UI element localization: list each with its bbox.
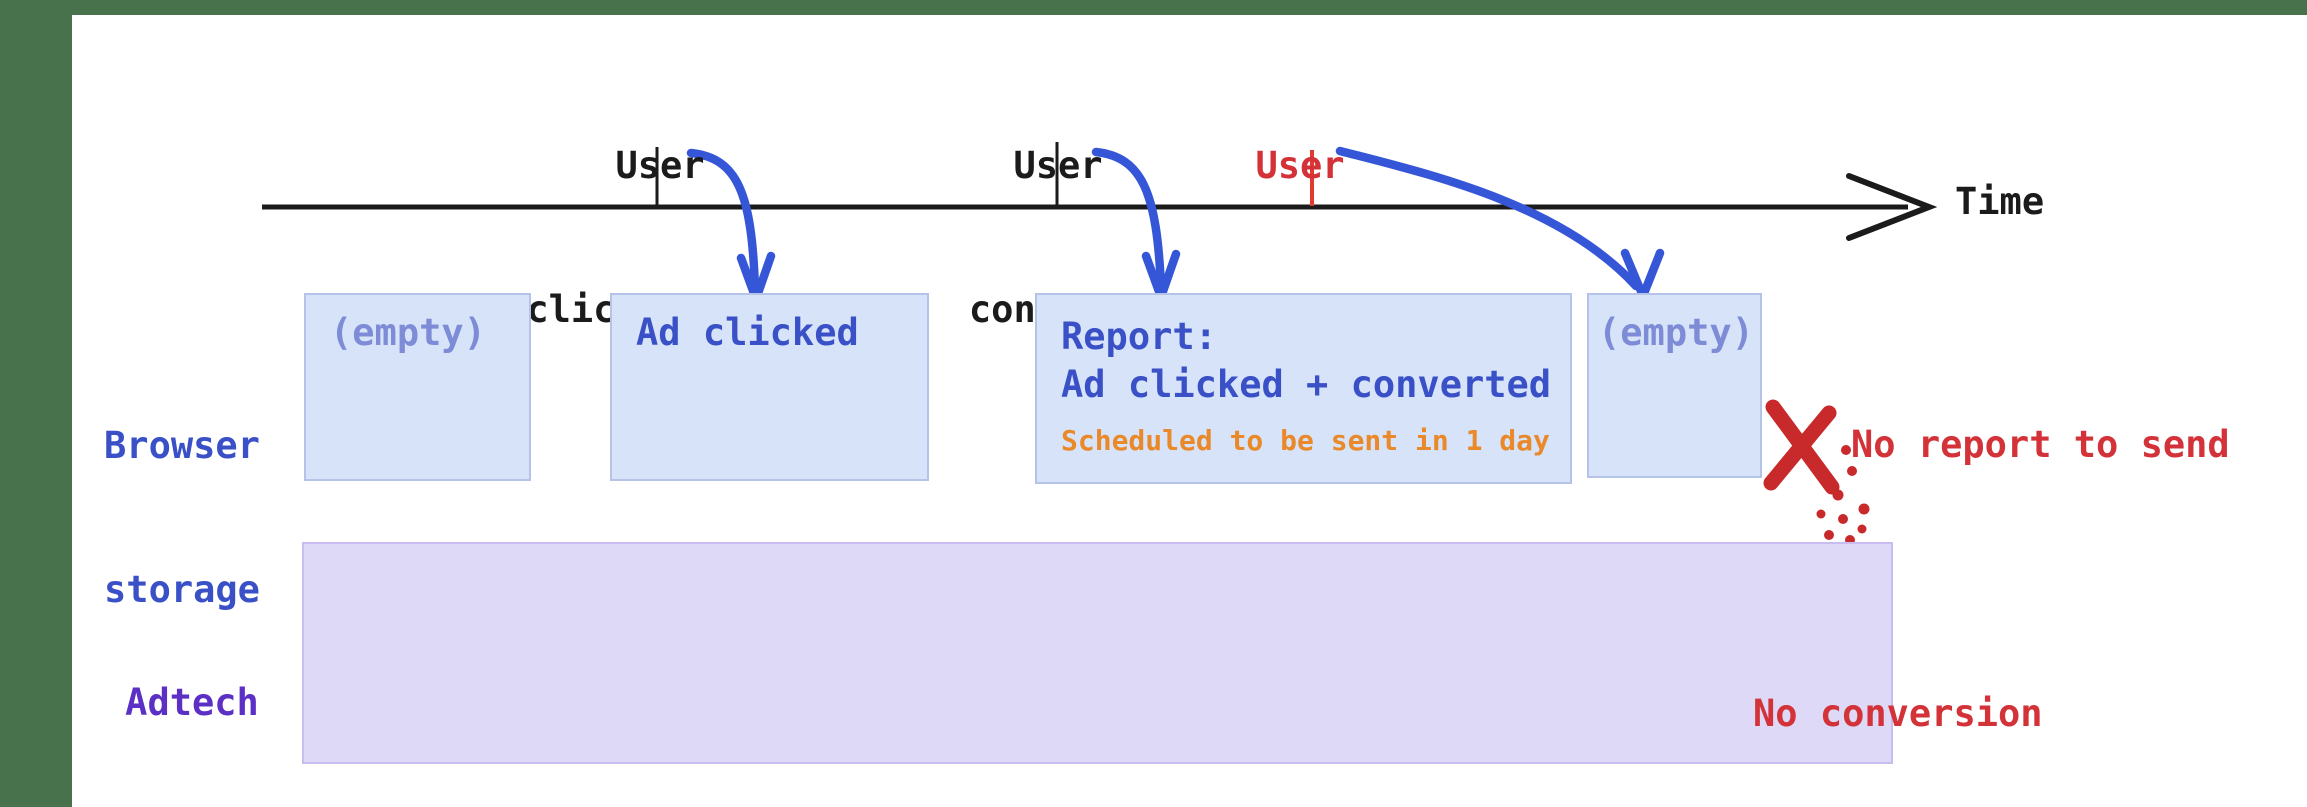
report-title: Report:: [1061, 315, 1217, 358]
browser-storage-label: Browser storage: [104, 326, 260, 710]
annotation-no-report: No report to send: [1851, 423, 2230, 466]
event-line: User: [615, 144, 705, 187]
storage-box-text: (empty): [330, 311, 486, 354]
storage-box-empty-1: (empty): [304, 293, 531, 481]
event-line: User: [1255, 144, 1345, 187]
event-line: User: [1013, 144, 1103, 187]
annotation-line: No conversion: [1753, 692, 2043, 735]
storage-box-empty-2: (empty): [1587, 293, 1762, 478]
adtech-server-label: Adtech server: [125, 583, 259, 807]
storage-box-text: Ad clicked: [636, 311, 859, 354]
storage-box-ad-clicked: Ad clicked: [610, 293, 929, 481]
label-line: Adtech: [125, 681, 259, 724]
time-axis-label: Time: [1955, 180, 2045, 223]
report-subtitle: Ad clicked + converted: [1061, 363, 1552, 406]
storage-box-report: Report: Ad clicked + converted Scheduled…: [1035, 293, 1572, 484]
label-line: Browser: [104, 424, 260, 467]
storage-box-text: (empty): [1598, 311, 1754, 354]
adtech-server-box: [302, 542, 1893, 764]
label-line: storage: [104, 568, 260, 611]
report-schedule-note: Scheduled to be sent in 1 day: [1061, 424, 1550, 457]
annotation-no-conversion: No conversion reported to adtech: [1753, 594, 2154, 807]
